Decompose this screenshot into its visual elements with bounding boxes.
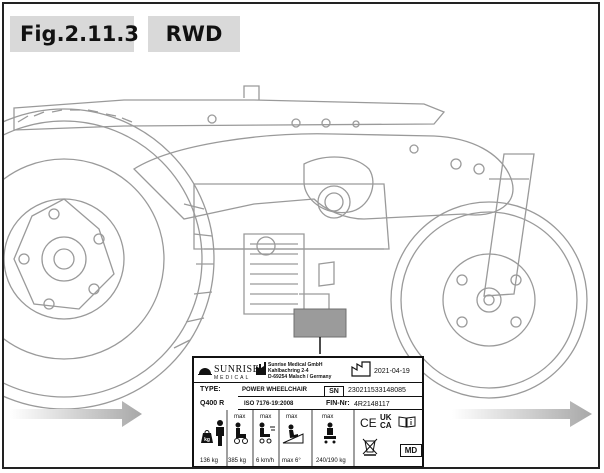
- instructions-icon: [398, 416, 416, 428]
- medical-device-mark: MD: [400, 444, 422, 457]
- wheelchair-load-icon: [234, 422, 248, 444]
- label-position-marker: [293, 308, 347, 338]
- product-label: SUNRISE MEDICAL Sunrise Medical GmbH Kah…: [192, 356, 424, 467]
- iso-standard: ISO 7176-19:2008: [244, 401, 294, 407]
- symbol-dividers: [226, 410, 355, 466]
- figure-variant-tab: RWD: [148, 16, 240, 52]
- max-slope-label: max: [286, 414, 298, 420]
- fin-label: FIN-Nr:: [326, 400, 350, 407]
- occupant-icon: [324, 422, 336, 444]
- max-load-value: 385 kg: [228, 458, 247, 464]
- max-speed-value: 6 km/h: [256, 458, 275, 464]
- slope-icon: [282, 424, 304, 444]
- model-name: Q400 R: [200, 400, 225, 407]
- sunrise-logo-icon: [198, 368, 212, 375]
- type-label: TYPE:: [200, 386, 221, 393]
- occupant-weight-value: 240/190 kg: [316, 458, 346, 464]
- wheelchair-base-drawing: [4, 85, 592, 427]
- sn-value: 230211533148085: [348, 387, 406, 394]
- figure-number-tab: Fig.2.11.3: [10, 16, 139, 52]
- figure-frame: Fig.2.11.3 RWD SUNRISE MEDICAL Sunrise M…: [2, 2, 600, 469]
- type-value: POWER WHEELCHAIR: [242, 387, 307, 393]
- weight-icon: kg: [201, 430, 213, 443]
- brand-name: SUNRISE: [214, 364, 260, 375]
- manufacturer-icon: [256, 362, 266, 375]
- direction-arrow-right: [452, 401, 592, 427]
- fin-value: 4R2148117: [354, 401, 390, 408]
- max-slope-value: max 6°: [282, 458, 301, 464]
- max-occupant-label: max: [322, 414, 334, 420]
- brand-sub: MEDICAL: [214, 375, 251, 381]
- ukca-mark: UK CA: [380, 413, 392, 430]
- manufacture-date-icon: [351, 361, 371, 377]
- manufacture-date: 2021-04-19: [374, 368, 410, 375]
- max-speed-label: max: [260, 414, 272, 420]
- direction-arrow-left: [10, 401, 142, 427]
- speed-icon: [259, 422, 275, 444]
- max-load-label: max: [234, 414, 246, 420]
- ce-mark: CE: [360, 416, 377, 430]
- weee-bin-icon: [362, 438, 378, 456]
- weight-value: 136 kg: [200, 458, 219, 464]
- person-icon: [216, 420, 224, 446]
- svg-text:kg: kg: [204, 437, 210, 443]
- manufacturer-address: Sunrise Medical GmbH Kahlbachring 2-4 D-…: [268, 362, 332, 380]
